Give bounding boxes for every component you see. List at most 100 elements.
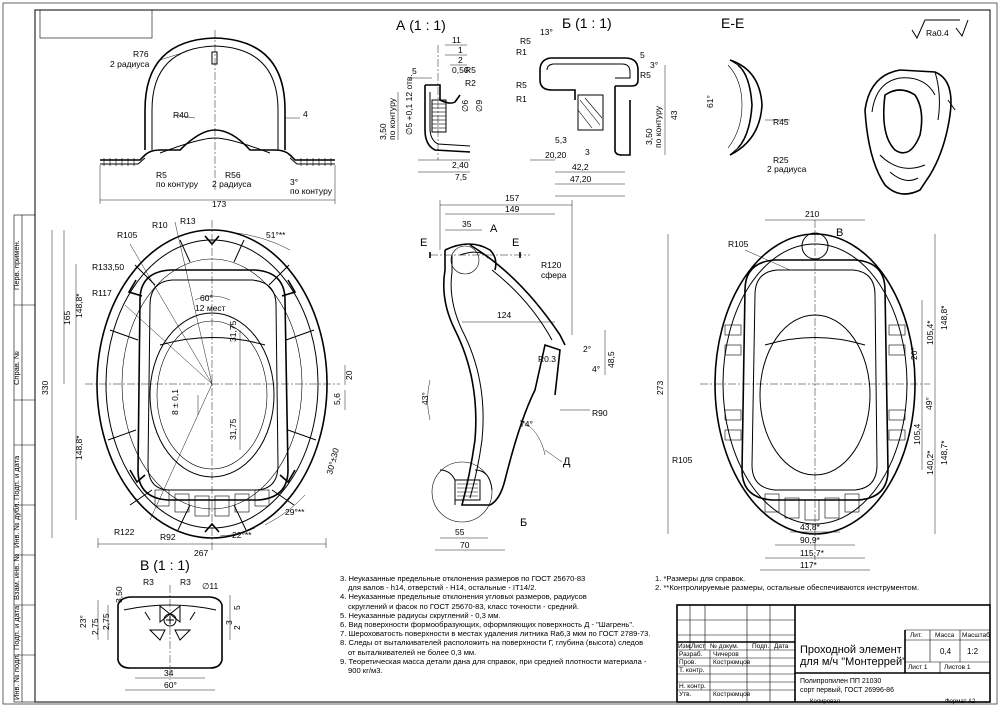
section-b — [530, 57, 666, 197]
dim-side-43: 43° — [420, 392, 430, 405]
dim-b-r5b: R5 — [516, 80, 527, 90]
plan-view-labels: R105 R10 R13 51°** R133,50 R117 60° 12 м… — [40, 216, 354, 558]
dim-side-r120: R120 — [541, 260, 562, 270]
tb-h-scale: Масштаб — [962, 632, 990, 639]
dim-right-1054: 105,4* — [925, 320, 935, 345]
front-view — [99, 30, 336, 204]
dim-vb-275b: 2,75 — [101, 613, 111, 630]
dim-b-r5c: R5 — [640, 70, 651, 80]
dim-vb-3: 3 — [224, 620, 234, 625]
dim-ee-r45: R45 — [773, 117, 789, 127]
side-section-labels: 157 149 35 R120 сфера 124 R0.3 48,5 2° 4… — [420, 193, 616, 550]
dim-plan-8: 8 ± 0,1 — [170, 389, 180, 415]
designation-box — [39, 9, 153, 39]
dim-vb-34: 34 — [164, 668, 174, 678]
dim-ee-r25: R25 — [773, 155, 789, 165]
tb-n-prov: Кострюмцов — [713, 659, 751, 666]
dim-a-240: 2,40 — [452, 160, 469, 170]
section-a-title: А (1 : 1) — [396, 17, 446, 33]
dim-b-r1: R1 — [516, 47, 527, 57]
dim-side-485: 48,5 — [606, 351, 616, 368]
dim-b-4720: 47,20 — [570, 174, 592, 184]
dim-plan-1488b: 148,8* — [74, 435, 84, 460]
dim-plan-267: 267 — [194, 548, 208, 558]
front-view-labels: R76 2 радиуса R40 R5 по контуру R56 2 ра… — [110, 49, 333, 209]
view-v-labels: R3 R3 ∅11 3,50 23° 2,75 2,75 5 2 3 34 60… — [78, 577, 242, 690]
dim-side-157: 157 — [505, 193, 519, 203]
dim-r56: R56 — [225, 170, 241, 180]
dim-a-1: 1 — [458, 45, 463, 55]
tb-nkontr: Н. контр. — [679, 683, 706, 690]
tb-sheet: Лист 1 — [908, 664, 928, 671]
strip-inv-podl: Инв. № подл. — [12, 653, 21, 700]
strip-inv-dubl: Инв. № дубл. — [12, 502, 21, 548]
dim-a-350: 3,50 — [378, 123, 388, 140]
dim-side-r90: R90 — [592, 408, 608, 418]
dim-right-1157: 115,7* — [800, 548, 825, 558]
dim-side-70: 70 — [460, 540, 470, 550]
dim-a-11: 11 — [452, 35, 461, 45]
marker-e-right: Е — [512, 237, 519, 249]
tb-scale: 1:2 — [967, 647, 979, 656]
section-a-labels: 11 1 2 0,50 R5 R2 5 3,50 по контуру ∅5 +… — [378, 35, 484, 182]
dim-b-43: 43 — [669, 110, 679, 120]
marker-a: А — [490, 223, 498, 235]
dim-b-2020: 20,20 — [545, 150, 567, 160]
dim-3deg-note: по контуру — [290, 186, 333, 196]
dim-right-r105: R105 — [728, 239, 749, 249]
note-line: 1. *Размеры для справок. — [655, 574, 746, 583]
note-line: 3. Неуказанные предельные отклонения раз… — [340, 574, 586, 583]
side-section-markers: Е Е А Б Д — [420, 223, 571, 529]
note-line: 4. Неуказанные предельные отклонения угл… — [340, 592, 587, 602]
note-line: 5. Неуказанные радиусы скруглений - 0,3 … — [340, 610, 501, 620]
right-plan-view — [667, 219, 936, 571]
dim-plan-r122: R122 — [114, 527, 135, 537]
dim-a-050: 0,50 — [452, 65, 469, 75]
dim-side-r03: R0.3 — [538, 354, 556, 364]
note-line: 7. Шероховатость поверхности в местах уд… — [340, 629, 651, 639]
note-line: скруглений и фасок по ГОСТ 25670-83, кла… — [348, 601, 579, 611]
dim-plan-r10: R10 — [152, 220, 168, 230]
strip-vzam: Взам. инв. № — [12, 554, 21, 600]
dim-a-75: 7,5 — [455, 172, 467, 182]
tb-n-utv: Кострюмцов — [713, 691, 751, 698]
marker-e-left: Е — [420, 237, 427, 249]
note-line: 8. Следы от выталкивателей расположить н… — [340, 638, 644, 648]
dim-right-1488: 148,8* — [939, 305, 949, 330]
roughness-symbol — [911, 19, 969, 40]
view-v — [97, 585, 231, 691]
dim-vb-60: 60° — [164, 680, 177, 690]
dim-plan-330: 330 — [40, 381, 50, 395]
dim-r76-note: 2 радиуса — [110, 59, 150, 69]
dim-b-5: 5 — [640, 50, 645, 60]
tb-h-izm: Изм. — [678, 643, 692, 650]
dim-b-350: 3,50 — [644, 128, 654, 145]
dim-a-r5: R5 — [465, 65, 476, 75]
dim-plan-29: 29°** — [285, 507, 305, 517]
marker-d: Д — [563, 456, 571, 468]
dim-plan-165: 165 — [62, 311, 72, 325]
note-line: 9. Теоретическая масса детали дана для с… — [340, 656, 647, 666]
dim-side-124: 124 — [497, 310, 511, 320]
dim-right-273: 273 — [655, 381, 665, 395]
dim-right-1054b: 105,4 — [912, 423, 922, 445]
dim-right-1487: 148,7* — [939, 440, 949, 465]
note-line: от выталкивателей не более 0,3 мм. — [348, 647, 477, 657]
dim-ee-61: 61° — [705, 95, 715, 108]
marker-b: Б — [520, 517, 527, 529]
tb-mass: 0,4 — [940, 647, 952, 656]
tb-tkontr: Т. контр. — [679, 667, 705, 674]
tb-material-1: Полипропилен ПП 21030 — [800, 678, 882, 685]
notes-right: 1. *Размеры для справок. 2. **Контролиру… — [655, 574, 919, 592]
dim-b-3: 3 — [585, 147, 590, 157]
dim-vb-275: 2,75 — [90, 618, 100, 635]
dim-a-5: 5 — [412, 66, 417, 76]
dim-vb-r3: R3 — [143, 577, 154, 587]
dim-plan-r133: R133,50 — [92, 262, 124, 272]
dim-b-53: 5,3 — [555, 135, 567, 145]
dim-a-d6: ∅6 — [460, 100, 470, 112]
strip-sprav: Справ. № — [12, 351, 21, 385]
dim-a-2: 2 — [458, 55, 463, 65]
